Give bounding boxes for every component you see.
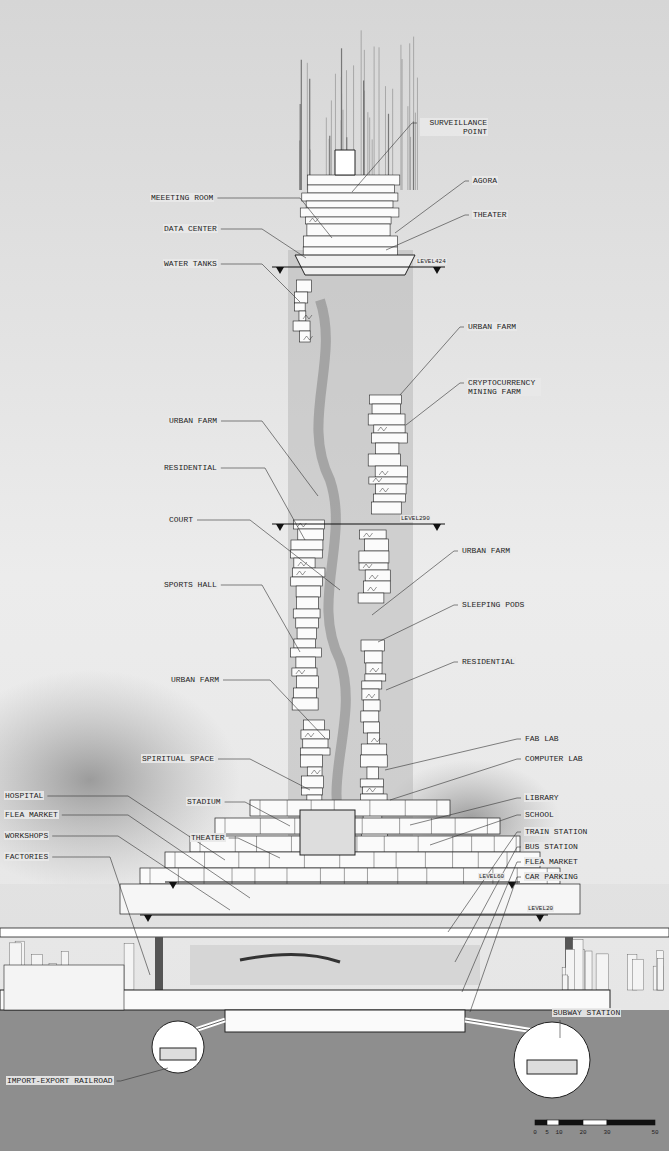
program-label: FLEA MARKET <box>4 810 59 819</box>
program-label: HOSPITAL <box>4 791 44 800</box>
program-label: COMPUTER LAB <box>524 754 584 763</box>
leader-line <box>372 551 458 615</box>
program-label: SCHOOL <box>524 810 555 819</box>
scale-number: 30 <box>602 1129 611 1136</box>
program-label: WATER TANKS <box>163 259 218 268</box>
leader-line <box>225 802 290 826</box>
leader-line <box>406 383 464 425</box>
program-label: BUS STATION <box>524 842 579 851</box>
leader-line <box>221 264 300 302</box>
program-label: URBAN FARM <box>461 546 511 555</box>
program-label: SLEEPING PODS <box>461 600 525 609</box>
leader-line <box>410 798 521 825</box>
leader-line <box>390 759 521 800</box>
leader-line <box>395 181 469 233</box>
leader-line <box>385 739 521 770</box>
scale-number: 20 <box>578 1129 587 1136</box>
program-label: CRYPTOCURRENCY MINING FARM <box>467 378 541 396</box>
program-label: THEATER <box>190 833 226 842</box>
leader-line <box>400 327 464 395</box>
leader-line <box>430 815 521 845</box>
program-label: THEATER <box>472 210 508 219</box>
program-label: AGORA <box>472 176 498 185</box>
leader-line <box>386 662 458 690</box>
program-label: FLEA MARKET <box>524 857 579 866</box>
leader-line <box>223 680 325 738</box>
leader-line <box>47 796 225 860</box>
leader-line <box>52 857 150 975</box>
leader-line <box>560 1020 561 1038</box>
leader-line <box>229 838 280 858</box>
leader-line <box>221 229 306 258</box>
leader-line <box>62 815 250 898</box>
leader-line <box>378 605 458 642</box>
leader-line <box>221 421 318 496</box>
leader-line <box>470 877 521 1012</box>
leader-line <box>386 215 469 250</box>
leader-line <box>221 585 300 652</box>
program-label: FAB LAB <box>524 734 560 743</box>
leader-line <box>352 123 417 192</box>
program-label: URBAN FARM <box>170 675 220 684</box>
program-label: URBAN FARM <box>467 322 517 331</box>
underground <box>0 965 669 1151</box>
program-label: RESIDENTIAL <box>461 657 516 666</box>
program-label: FACTORIES <box>4 852 49 861</box>
program-label: LIBRARY <box>524 793 560 802</box>
program-label: DATA CENTER <box>163 224 218 233</box>
level-label: LEVEL290 <box>400 515 431 522</box>
scale-number: 5 <box>544 1129 550 1136</box>
leader-line <box>218 759 310 790</box>
level-label: LEVEL60 <box>478 873 505 880</box>
scale-number: 10 <box>554 1129 563 1136</box>
level-label: LEVEL20 <box>527 905 554 912</box>
program-label: RESIDENTIAL <box>163 463 218 472</box>
program-label: TRAIN STATION <box>524 827 588 836</box>
leader-line <box>117 1068 168 1081</box>
leader-line <box>221 468 305 540</box>
leader-line <box>197 520 340 590</box>
program-label: MEEETING ROOM <box>150 193 214 202</box>
program-label: COURT <box>168 515 194 524</box>
program-label: SUBWAY STATION <box>552 1008 621 1017</box>
scale-bar <box>535 1120 655 1125</box>
program-label: STADIUM <box>186 797 222 806</box>
program-label: SURVEILLANCE POINT <box>420 118 488 136</box>
level-markers <box>140 267 548 922</box>
tower <box>0 30 669 992</box>
leader-line <box>448 832 521 932</box>
program-label: SPORTS HALL <box>163 580 218 589</box>
program-label: CAR PARKING <box>524 872 579 881</box>
leader-line <box>455 847 521 962</box>
program-label: WORKSHOPS <box>4 831 49 840</box>
leader-line <box>462 862 521 992</box>
program-label: SPIRITUAL SPACE <box>141 754 215 763</box>
scale-number: 50 <box>650 1129 659 1136</box>
program-label: URBAN FARM <box>168 416 218 425</box>
scale-number: 0 <box>532 1129 538 1136</box>
leader-line <box>52 836 230 910</box>
leader-line <box>217 198 332 238</box>
program-label: IMPORT-EXPORT RAILROAD <box>6 1076 114 1085</box>
level-label: LEVEL424 <box>416 258 447 265</box>
